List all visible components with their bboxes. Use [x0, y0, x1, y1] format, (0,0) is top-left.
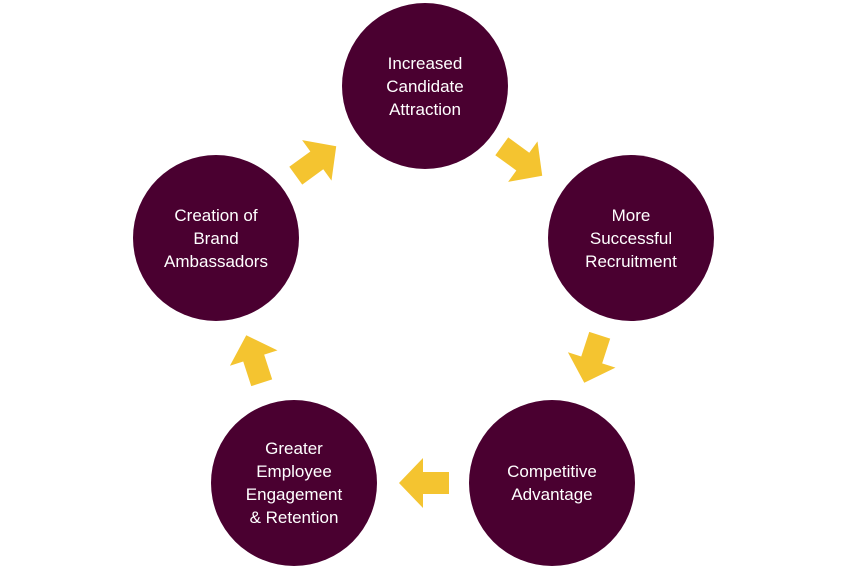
arrow-right-icon	[495, 137, 543, 182]
arrow-right-icon	[567, 331, 616, 383]
node-label: Increased Candidate Attraction	[386, 53, 464, 119]
node-label: Creation of Brand Ambassadors	[164, 205, 268, 271]
arrow-right-icon	[229, 335, 278, 387]
node-label: Greater Employee Engagement & Retention	[245, 439, 343, 527]
arrow-right-icon	[289, 140, 337, 185]
arrow-right-icon	[399, 458, 449, 508]
node-competitive-advantage: Competitive Advantage	[469, 400, 635, 566]
node-increased-candidate-attraction: Increased Candidate Attraction	[342, 3, 508, 169]
node-label: Competitive Advantage	[507, 462, 597, 504]
node-label: More Successful Recruitment	[585, 205, 677, 271]
node-more-successful-recruitment: More Successful Recruitment	[548, 155, 714, 321]
node-greater-employee-engagement: Greater Employee Engagement & Retention	[211, 400, 377, 566]
node-creation-of-brand-ambassadors: Creation of Brand Ambassadors	[133, 155, 299, 321]
